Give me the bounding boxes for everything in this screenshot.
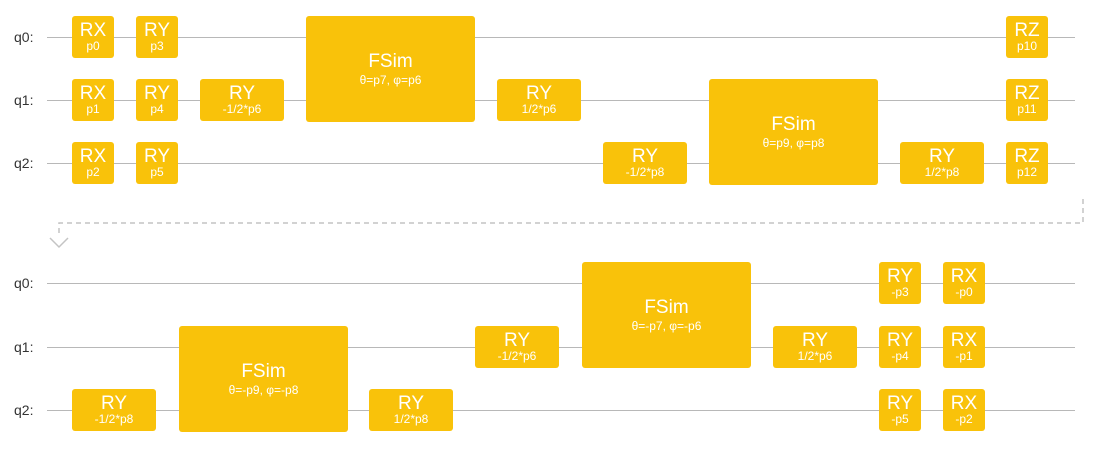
gate-param: p1 bbox=[86, 102, 100, 116]
ry-gate[interactable]: RY-p3 bbox=[879, 262, 921, 304]
ry-gate[interactable]: RY-1/2*p6 bbox=[200, 79, 284, 121]
gate-name: RZ bbox=[1014, 20, 1040, 41]
gate-param: -p0 bbox=[955, 285, 973, 299]
ry-gate[interactable]: RY-p5 bbox=[879, 389, 921, 431]
gate-param: 1/2*p8 bbox=[393, 412, 429, 426]
gate-param: -p1 bbox=[955, 349, 973, 363]
ry-gate[interactable]: RY-1/2*p6 bbox=[475, 326, 559, 368]
gate-name: FSim bbox=[771, 113, 816, 135]
gate-name: RY bbox=[886, 330, 914, 351]
gate-param: 1/2*p6 bbox=[521, 102, 557, 116]
gate-param: θ=p7, φ=p6 bbox=[359, 72, 422, 87]
gate-name: RY bbox=[143, 20, 171, 41]
gate-param: p5 bbox=[150, 165, 164, 179]
gate-name: RY bbox=[801, 330, 829, 351]
gate-name: RX bbox=[79, 83, 107, 104]
gate-param: -p4 bbox=[891, 349, 909, 363]
gate-param: p10 bbox=[1016, 39, 1038, 53]
qubit-label: q2: bbox=[14, 155, 34, 171]
qubit-wire bbox=[47, 347, 1075, 348]
gate-param: p4 bbox=[150, 102, 164, 116]
gate-name: FSim bbox=[368, 50, 413, 72]
gate-name: RY bbox=[928, 146, 956, 167]
gate-name: RY bbox=[525, 83, 553, 104]
wrap-dashed-line bbox=[58, 199, 1084, 233]
qubit-label: q1: bbox=[14, 339, 34, 355]
gate-param: 1/2*p6 bbox=[797, 349, 833, 363]
gate-param: -p5 bbox=[891, 412, 909, 426]
gate-name: RX bbox=[79, 146, 107, 167]
gate-name: RY bbox=[228, 83, 256, 104]
gate-param: p2 bbox=[86, 165, 100, 179]
gate-name: FSim bbox=[644, 297, 689, 318]
qubit-wire bbox=[47, 283, 1075, 284]
gate-param: p12 bbox=[1016, 165, 1038, 179]
qubit-label: q2: bbox=[14, 402, 34, 418]
gate-name: RY bbox=[631, 146, 659, 167]
rx-gate[interactable]: RX-p2 bbox=[943, 389, 985, 431]
gate-name: RZ bbox=[1014, 146, 1040, 167]
gate-param: p11 bbox=[1017, 102, 1037, 116]
gate-param: 1/2*p8 bbox=[924, 165, 960, 179]
gate-param: -1/2*p6 bbox=[497, 349, 537, 363]
gate-name: RX bbox=[950, 266, 978, 287]
gate-param: -p2 bbox=[955, 412, 973, 426]
gate-name: RZ bbox=[1014, 83, 1040, 104]
chevron-down-icon bbox=[49, 237, 69, 249]
gate-name: RX bbox=[950, 330, 978, 351]
qubit-wire bbox=[47, 163, 1075, 164]
gate-name: RX bbox=[950, 393, 978, 414]
gate-name: RY bbox=[886, 266, 914, 287]
ry-gate[interactable]: RY-1/2*p8 bbox=[72, 389, 156, 431]
rx-gate[interactable]: RX-p1 bbox=[943, 326, 985, 368]
qubit-label: q1: bbox=[14, 92, 34, 108]
ry-gate[interactable]: RY-p4 bbox=[879, 326, 921, 368]
gate-param: p0 bbox=[86, 39, 100, 53]
gate-param: -p3 bbox=[891, 285, 909, 299]
qubit-wire bbox=[47, 410, 1075, 411]
gate-param: -1/2*p6 bbox=[222, 102, 262, 116]
gate-param: -1/2*p8 bbox=[94, 412, 134, 426]
gate-param: θ=-p9, φ=-p8 bbox=[228, 382, 299, 397]
gate-name: RY bbox=[886, 393, 914, 414]
gate-param: p3 bbox=[150, 39, 164, 53]
rx-gate[interactable]: RX-p0 bbox=[943, 262, 985, 304]
gate-name: RY bbox=[143, 83, 171, 104]
gate-name: RX bbox=[79, 20, 107, 41]
gate-param: θ=-p7, φ=-p6 bbox=[631, 319, 702, 333]
gate-param: -1/2*p8 bbox=[625, 165, 665, 179]
row-wrap-separator bbox=[49, 199, 1084, 249]
qubit-label: q0: bbox=[14, 29, 34, 45]
gate-param: θ=p9, φ=p8 bbox=[762, 135, 825, 150]
gate-name: RY bbox=[100, 393, 128, 414]
gate-name: RY bbox=[503, 330, 531, 351]
gate-name: RY bbox=[143, 146, 171, 167]
qubit-label: q0: bbox=[14, 275, 34, 291]
qubit-wire bbox=[47, 37, 1075, 38]
gate-name: RY bbox=[397, 393, 425, 414]
ry-gate[interactable]: RY-1/2*p8 bbox=[603, 142, 687, 184]
gate-name: FSim bbox=[241, 360, 286, 382]
